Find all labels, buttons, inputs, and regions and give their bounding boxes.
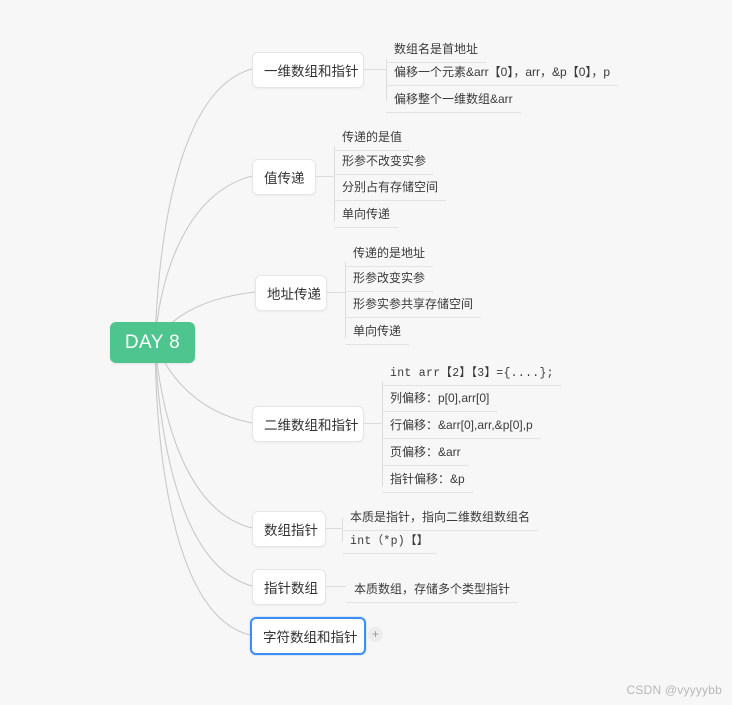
- leaf-5-2-label: int（*p)【】: [350, 535, 429, 548]
- branch-1-connector: [364, 69, 386, 70]
- leaf-3-3[interactable]: 形参实参共享存储空间: [345, 291, 482, 318]
- leaf-1-1-label: 数组名是首地址: [394, 42, 479, 56]
- leaf-2-3-label: 分别占有存储空间: [342, 180, 439, 194]
- leaf-1-3[interactable]: 偏移整个一维数组&arr: [386, 86, 521, 113]
- leaf-4-4-label: 页偏移：&arr: [390, 445, 461, 459]
- branch-3-connector: [327, 292, 345, 293]
- branch-node-1[interactable]: 一维数组和指针: [252, 52, 364, 88]
- leaf-4-3[interactable]: 行偏移：&arr[0],arr,&p[0],p: [382, 412, 541, 439]
- branch-node-6[interactable]: 指针数组: [252, 569, 326, 605]
- leaf-4-2[interactable]: 列偏移：p[0],arr[0]: [382, 385, 498, 412]
- branch-node-2[interactable]: 值传递: [252, 159, 316, 195]
- leaf-2-1[interactable]: 传递的是值: [334, 124, 411, 151]
- leaf-6-1-label: 本质数组，存储多个类型指针: [354, 582, 511, 596]
- watermark: CSDN @vyyyybb: [627, 683, 722, 697]
- leaf-2-4-label: 单向传递: [342, 207, 391, 221]
- branch-node-5-label: 数组指针: [264, 523, 318, 538]
- branch-2-bracket: [334, 146, 335, 222]
- leaf-4-2-label: 列偏移：p[0],arr[0]: [390, 391, 490, 405]
- leaf-3-1-label: 传递的是地址: [353, 246, 426, 260]
- leaf-3-4-label: 单向传递: [353, 324, 402, 338]
- branch-node-4-label: 二维数组和指针: [264, 418, 359, 433]
- leaf-2-1-label: 传递的是值: [342, 130, 403, 144]
- branch-6-connector: [326, 586, 346, 587]
- branch-node-1-label: 一维数组和指针: [264, 64, 359, 79]
- leaf-1-1[interactable]: 数组名是首地址: [386, 36, 487, 63]
- branch-node-6-label: 指针数组: [264, 581, 318, 596]
- branch-node-3-label: 地址传递: [267, 287, 321, 302]
- branch-4-connector: [364, 423, 382, 424]
- leaf-2-2-label: 形参不改变实参: [342, 154, 427, 168]
- leaf-3-4[interactable]: 单向传递: [345, 318, 410, 345]
- leaf-4-4[interactable]: 页偏移：&arr: [382, 439, 469, 466]
- branch-node-5[interactable]: 数组指针: [252, 511, 326, 547]
- leaf-1-3-label: 偏移整个一维数组&arr: [394, 92, 513, 106]
- branch-node-7-label: 字符数组和指针: [263, 630, 358, 645]
- root-node[interactable]: DAY 8: [110, 322, 195, 363]
- leaf-5-1[interactable]: 本质是指针，指向二维数组数组名: [342, 504, 539, 531]
- leaf-1-2[interactable]: 偏移一个元素&arr【0】，arr，&p【0】，p: [386, 59, 619, 86]
- leaf-4-1-label: int arr【2】【3】={....};: [390, 367, 554, 380]
- branch-node-7[interactable]: 字符数组和指针: [250, 617, 366, 655]
- leaf-1-2-label: 偏移一个元素&arr【0】，arr，&p【0】，p: [394, 65, 611, 79]
- leaf-3-3-label: 形参实参共享存储空间: [353, 297, 474, 311]
- branch-2-connector: [316, 176, 334, 177]
- watermark-label: CSDN @vyyyybb: [626, 683, 722, 697]
- leaf-5-2[interactable]: int（*p)【】: [342, 528, 437, 554]
- branch-node-3[interactable]: 地址传递: [255, 275, 327, 311]
- root-node-label: DAY 8: [124, 331, 181, 353]
- leaf-3-1[interactable]: 传递的是地址: [345, 240, 434, 267]
- leaf-2-2[interactable]: 形参不改变实参: [334, 148, 435, 175]
- leaf-3-2[interactable]: 形参改变实参: [345, 265, 434, 292]
- branch-1-bracket: [386, 59, 387, 101]
- leaf-2-4[interactable]: 单向传递: [334, 201, 399, 228]
- leaf-4-3-label: 行偏移：&arr[0],arr,&p[0],p: [390, 418, 533, 432]
- leaf-2-3[interactable]: 分别占有存储空间: [334, 174, 447, 201]
- add-child-button[interactable]: +: [368, 627, 383, 642]
- leaf-3-2-label: 形参改变实参: [353, 271, 426, 285]
- leaf-5-1-label: 本质是指针，指向二维数组数组名: [350, 510, 531, 524]
- leaf-6-1[interactable]: 本质数组，存储多个类型指针: [346, 576, 519, 603]
- plus-icon: +: [371, 627, 379, 641]
- branch-4-bracket: [382, 381, 383, 487]
- leaf-4-5-label: 指针偏移：&p: [390, 472, 465, 486]
- branch-node-4[interactable]: 二维数组和指针: [252, 406, 364, 442]
- leaf-4-1[interactable]: int arr【2】【3】={....};: [382, 360, 562, 386]
- branch-3-bracket: [345, 262, 346, 338]
- leaf-4-5[interactable]: 指针偏移：&p: [382, 466, 473, 493]
- branch-5-connector: [326, 528, 342, 529]
- branch-node-2-label: 值传递: [264, 171, 305, 186]
